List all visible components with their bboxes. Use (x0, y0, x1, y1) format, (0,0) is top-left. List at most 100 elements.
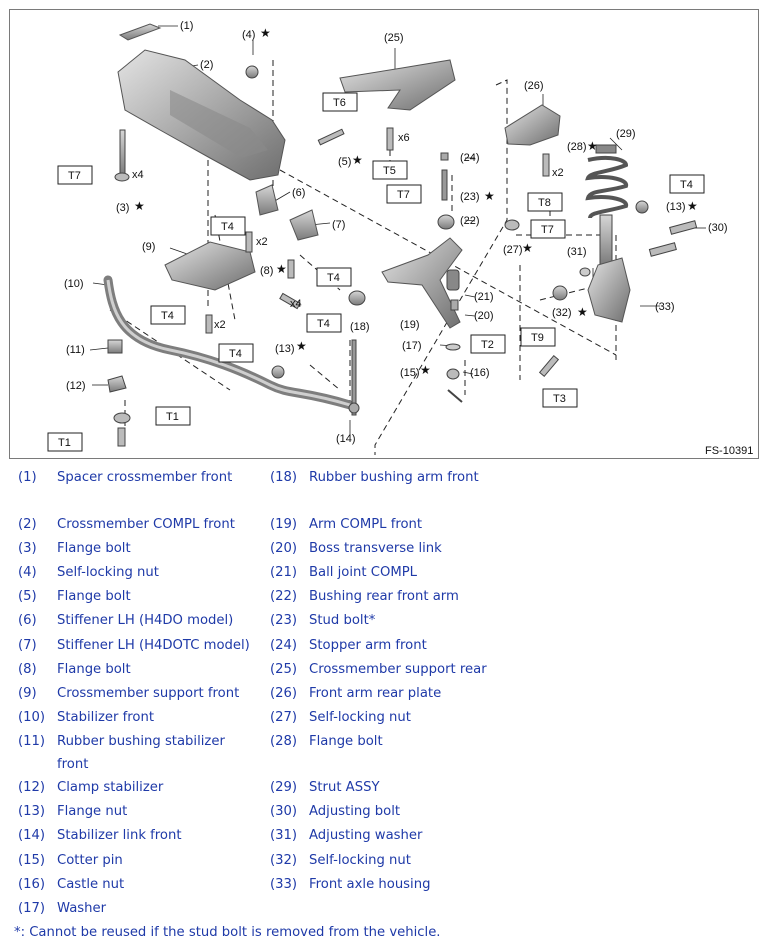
svg-text:T7: T7 (68, 170, 81, 182)
svg-text:★: ★ (522, 241, 533, 255)
crossmember-support-front-part (164, 241, 256, 291)
legend-item-number: (1) (18, 470, 37, 485)
svg-text:T4: T4 (161, 310, 174, 322)
callout-labels: (1) (2) (3) (4) (5) (6) (7) (8) (9) (10)… (64, 20, 728, 445)
svg-text:T9: T9 (531, 332, 544, 344)
legend-item-number: (24) (270, 638, 298, 653)
legend-item-number: (26) (270, 686, 298, 701)
svg-text:T4: T4 (680, 179, 693, 191)
callout-15: (15) (400, 367, 420, 379)
svg-text:★: ★ (296, 339, 307, 353)
legend-item-number: (21) (270, 565, 298, 580)
svg-text:T2: T2 (481, 339, 494, 351)
legend-item-label: Adjusting bolt (309, 804, 401, 819)
stabilizer-link-part (351, 339, 357, 416)
svg-text:x4: x4 (132, 169, 144, 181)
callout-22: (22) (460, 215, 480, 227)
suspension-diagram: (1) (2) (3) (4) (5) (6) (7) (8) (9) (10)… (47, 20, 753, 457)
torque-boxes (47, 92, 705, 452)
legend-item-label: Stud bolt* (309, 613, 376, 628)
legend-item-number: (31) (270, 828, 298, 843)
legend-item-label: Self-locking nut (57, 565, 159, 580)
legend-item-label: Washer (57, 901, 107, 916)
legend-item-number: (11) (18, 734, 46, 749)
svg-text:★: ★ (420, 363, 431, 377)
legend-item-number: (18) (270, 470, 298, 485)
crossmember-support-rear-part (339, 59, 456, 111)
legend-item-number: (27) (270, 710, 298, 725)
legend-item-number: (30) (270, 804, 298, 819)
strut-assy-part (585, 144, 629, 266)
callout-6: (6) (292, 187, 305, 199)
legend-item-label: Front axle housing (309, 877, 431, 892)
svg-text:★: ★ (134, 199, 145, 213)
callout-2: (2) (200, 59, 213, 71)
legend-item-label: Cotter pin (57, 853, 123, 868)
legend-item-label: front (57, 757, 89, 772)
svg-text:T4: T4 (221, 221, 234, 233)
legend-item-number: (15) (18, 853, 46, 868)
callout-4: (4) (242, 29, 255, 41)
legend-item-label: Stabilizer link front (57, 828, 182, 843)
callout-19: (19) (400, 319, 420, 331)
callout-20: (20) (474, 310, 494, 322)
legend-item-number: (9) (18, 686, 37, 701)
svg-text:★: ★ (687, 199, 698, 213)
legend-item-number: (22) (270, 589, 298, 604)
legend-item-number: (14) (18, 828, 46, 843)
legend-item-label: Spacer crossmember front (57, 470, 233, 485)
svg-text:T1: T1 (58, 437, 71, 449)
legend-item-number: (10) (18, 710, 46, 725)
legend-item-label: Self-locking nut (309, 710, 411, 725)
legend-item-label: Boss transverse link (309, 541, 442, 556)
legend-item-number: (13) (18, 804, 46, 819)
legend-item-number: (28) (270, 734, 298, 749)
legend-item-number: (5) (18, 589, 37, 604)
legend-item-number: (23) (270, 613, 298, 628)
legend-item-label: Flange bolt (57, 589, 131, 604)
callout-3: (3) (116, 202, 129, 214)
callout-8: (8) (260, 265, 273, 277)
callout-9: (9) (142, 241, 155, 253)
svg-text:x2: x2 (214, 319, 226, 331)
svg-text:T6: T6 (333, 97, 346, 109)
torque-box-labels: T7 T6 T5 T7 T4 T4 T4 T4 T4 T1 T1 T2 T7 T… (58, 97, 693, 449)
svg-text:T3: T3 (553, 393, 566, 405)
svg-text:★: ★ (587, 139, 598, 153)
legend-item-number: (2) (18, 517, 37, 532)
legend-item-number: (4) (18, 565, 37, 580)
legend-item-label: Self-locking nut (309, 853, 411, 868)
callout-29: (29) (616, 128, 636, 140)
callout-10: (10) (64, 278, 84, 290)
legend-item-number: (16) (18, 877, 46, 892)
svg-text:x4: x4 (290, 298, 302, 310)
legend-item-label: Crossmember COMPL front (57, 517, 235, 532)
callout-23: (23) (460, 191, 480, 203)
svg-text:T4: T4 (317, 318, 330, 330)
legend-item-label: Flange nut (57, 804, 128, 819)
legend-item-number: (8) (18, 662, 37, 677)
front-arm-part (381, 237, 463, 329)
exploded-view-figure: (1) (2) (3) (4) (5) (6) (7) (8) (9) (10)… (9, 9, 759, 459)
legend-item-number: (6) (18, 613, 37, 628)
legend-item-number: (3) (18, 541, 37, 556)
legend-item-label: Arm COMPL front (309, 517, 423, 532)
legend-item-label: Stiffener LH (H4DO model) (57, 613, 234, 628)
legend-item-label: Ball joint COMPL (309, 565, 418, 580)
callout-7: (7) (332, 219, 345, 231)
front-axle-housing-part (587, 257, 631, 323)
legend-item-label: Strut ASSY (309, 780, 380, 795)
legend-item-label: Bushing rear front arm (309, 589, 459, 604)
legend-item-number: (20) (270, 541, 298, 556)
legend-item-label: Stabilizer front (57, 710, 155, 725)
callout-24: (24) (460, 152, 480, 164)
callout-1: (1) (180, 20, 193, 32)
svg-text:T7: T7 (541, 224, 554, 236)
legend-item-label: Flange bolt (57, 541, 131, 556)
legend-item-label: Adjusting washer (309, 828, 423, 843)
callout-16: (16) (470, 367, 490, 379)
footnote: *: Cannot be reused if the stud bolt is … (14, 925, 441, 940)
callout-25: (25) (384, 32, 404, 44)
legend-item-number: (29) (270, 780, 298, 795)
legend-item-number: (19) (270, 517, 298, 532)
